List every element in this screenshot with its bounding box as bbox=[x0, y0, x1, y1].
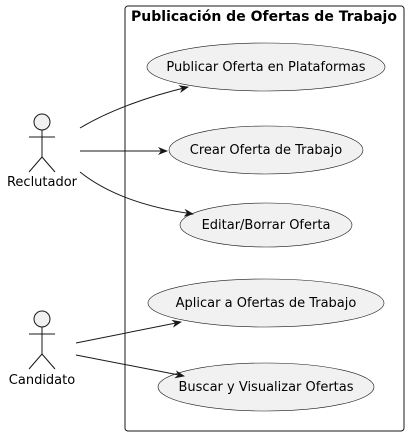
use-case-crear: Crear Oferta de Trabajo bbox=[168, 125, 364, 175]
system-title: Publicación de Ofertas de Trabajo bbox=[131, 9, 397, 25]
use-case-publicar: Publicar Oferta en Plataformas bbox=[146, 42, 386, 92]
use-case-label: Publicar Oferta en Plataformas bbox=[166, 60, 365, 75]
actor-label: Candidato bbox=[9, 373, 75, 388]
use-case-label: Crear Oferta de Trabajo bbox=[190, 143, 342, 158]
association-candidato-buscar bbox=[75, 354, 185, 379]
stick-figure-icon bbox=[28, 113, 56, 173]
use-case-aplicar: Aplicar a Ofertas de Trabajo bbox=[147, 278, 385, 328]
association-candidato-aplicar bbox=[75, 319, 182, 344]
stick-figure-icon bbox=[28, 310, 56, 370]
use-case-buscar: Buscar y Visualizar Ofertas bbox=[157, 362, 375, 412]
use-case-editar: Editar/Borrar Oferta bbox=[179, 202, 353, 248]
actor-candidato: Candidato bbox=[9, 310, 75, 388]
actor-label: Reclutador bbox=[7, 175, 78, 190]
use-case-label: Aplicar a Ofertas de Trabajo bbox=[176, 296, 357, 311]
use-case-label: Editar/Borrar Oferta bbox=[202, 218, 331, 233]
association-reclutador-editar bbox=[79, 171, 194, 217]
association-reclutador-publicar bbox=[79, 85, 189, 129]
use-case-label: Buscar y Visualizar Ofertas bbox=[178, 380, 353, 395]
actor-reclutador: Reclutador bbox=[7, 113, 78, 190]
